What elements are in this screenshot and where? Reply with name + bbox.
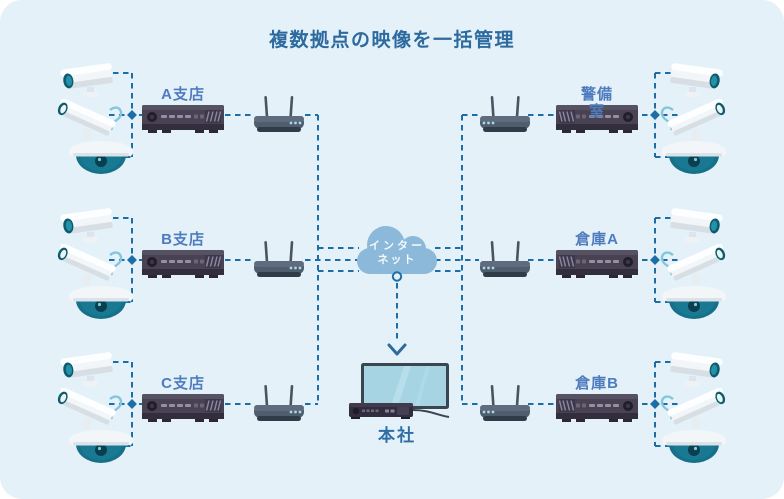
- site-label-branch-a: A支店: [161, 86, 205, 103]
- dome-camera-icon: [67, 139, 135, 175]
- dome-camera-icon: [67, 284, 135, 320]
- site-label-warehouse-a: 倉庫A: [575, 231, 619, 248]
- dome-camera-icon: [660, 428, 728, 464]
- wifi-router-icon: [252, 94, 306, 134]
- page-title: 複数拠点の映像を一括管理: [268, 30, 515, 51]
- bullet-camera-icon: [60, 350, 118, 390]
- site-label-warehouse-b: 倉庫B: [575, 375, 619, 392]
- recorder-icon: [349, 402, 451, 420]
- site-label-security-room: 警備 室: [580, 86, 613, 120]
- video-recorder-icon: [556, 393, 638, 423]
- bullet-camera-icon: [665, 206, 723, 246]
- site-label-branch-c: C支店: [161, 375, 205, 392]
- dome-camera-icon: [660, 139, 728, 175]
- site-label-branch-b: B支店: [161, 231, 205, 248]
- junction-dots: [127, 110, 660, 409]
- video-recorder-icon: [142, 249, 224, 279]
- bullet-camera-icon: [665, 350, 723, 390]
- dome-camera-icon: [67, 428, 135, 464]
- internet-cloud-label: インター ネット: [369, 240, 425, 266]
- wifi-router-icon: [478, 94, 532, 134]
- wifi-router-icon: [252, 383, 306, 423]
- bullet-camera-icon: [665, 61, 723, 101]
- wifi-router-icon: [478, 383, 532, 423]
- down-arrow-icon: [387, 271, 407, 356]
- video-recorder-icon: [556, 249, 638, 279]
- video-recorder-icon: [142, 393, 224, 423]
- dome-camera-icon: [660, 284, 728, 320]
- bullet-camera-icon: [60, 206, 118, 246]
- headquarters-label: 本社: [378, 426, 416, 445]
- wifi-router-icon: [478, 239, 532, 279]
- video-recorder-icon: [142, 104, 224, 134]
- bullet-camera-icon: [60, 61, 118, 101]
- wifi-router-icon: [252, 239, 306, 279]
